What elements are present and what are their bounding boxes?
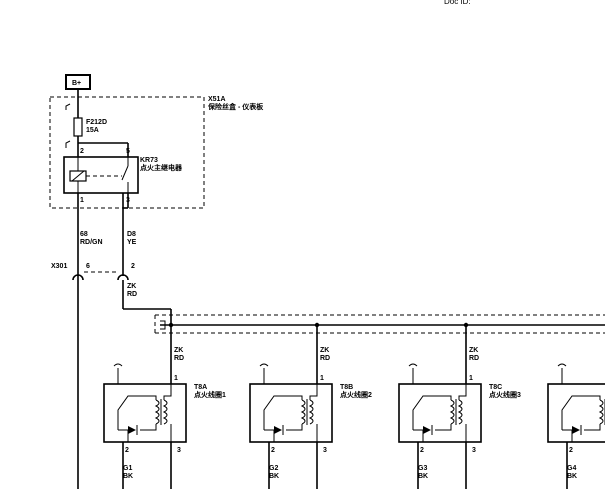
coil-pin-top-3: 1 xyxy=(469,375,473,382)
coil-diode-1 xyxy=(128,426,136,434)
coil-body-3 xyxy=(398,383,482,443)
fuse-block-name: 保险丝盒 - 仪表板 xyxy=(207,102,264,111)
coil-feed-color-3: RD xyxy=(469,355,479,362)
coil-internal-1 xyxy=(117,384,172,430)
coil-internal-2 xyxy=(263,384,318,430)
coil-diode-2 xyxy=(274,426,282,434)
coil-pin-br-3: 3 xyxy=(472,447,476,454)
relay-code: KR73 xyxy=(140,157,158,164)
fuse-code: F212D xyxy=(86,119,107,126)
coil-internal-b-2 xyxy=(286,424,318,442)
coil-feed-circuit-2: ZK xyxy=(320,347,329,354)
fuse-block-outline xyxy=(49,96,205,209)
coil-feed-circuit-3: ZK xyxy=(469,347,478,354)
coil-pin-bl-4: 2 xyxy=(569,447,573,454)
coil-ground-color-4: BK xyxy=(567,473,577,480)
coil-primary-1 xyxy=(154,399,160,425)
fuse-block-code: X51A xyxy=(208,96,226,103)
coil-diode-4 xyxy=(572,426,580,434)
coil-diode-3 xyxy=(423,426,431,434)
relay-pin-2: 2 xyxy=(80,148,84,155)
coil-ground-color-1: BK xyxy=(123,473,133,480)
coil-name-3: 点火线圈3 xyxy=(489,390,521,399)
connector-terminal-left xyxy=(72,274,84,281)
wire-after-connector-circuit: ZK xyxy=(127,283,136,290)
coil-pin-bl-1: 2 xyxy=(125,447,129,454)
connector-terminal-right xyxy=(117,274,129,281)
coil-stub-3 xyxy=(408,363,418,384)
coil-feed-color-2: RD xyxy=(320,355,330,362)
coil-internal-b-1 xyxy=(140,424,172,442)
coil-ground-circuit-4: G4 xyxy=(567,465,576,472)
coil-secondary-1 xyxy=(162,399,168,425)
coil-code-3: T8C xyxy=(489,384,502,391)
coil-pin-br-2: 3 xyxy=(323,447,327,454)
coil-stub-2 xyxy=(259,363,269,384)
coil-pin-bl-2: 2 xyxy=(271,447,275,454)
wire-right-color: YE xyxy=(127,239,137,246)
wire-right-circuit: D8 xyxy=(127,231,136,238)
coil-internal-b-4 xyxy=(584,424,601,431)
relay-name: 点火主继电器 xyxy=(140,163,183,172)
coil-primary-3 xyxy=(449,399,455,425)
coil-body-4 xyxy=(547,383,605,443)
coil-code-2: T8B xyxy=(340,384,353,391)
coil-pin-br-1: 3 xyxy=(177,447,181,454)
coil-feed-color-1: RD xyxy=(174,355,184,362)
coil-stub-4 xyxy=(557,363,567,384)
coil-code-1: T8A xyxy=(194,384,207,391)
coil-body-1 xyxy=(103,383,187,443)
coil-primary-2 xyxy=(300,399,306,425)
coil-pin-bl-3: 2 xyxy=(420,447,424,454)
coil-ground-color-3: BK xyxy=(418,473,428,480)
coil-ground-circuit-1: G1 xyxy=(123,465,132,472)
wire-left-circuit: 68 xyxy=(80,231,88,238)
relay-pin-1: 1 xyxy=(80,197,84,204)
fuse-rating: 15A xyxy=(86,127,99,134)
doc-id-label: Doc ID: xyxy=(444,0,471,6)
coil-body-2 xyxy=(249,383,333,443)
coil-internal-3 xyxy=(412,384,467,430)
connector-code: X301 xyxy=(51,263,67,270)
coil-pin-top-1: 1 xyxy=(174,375,178,382)
wire-left-color: RD/GN xyxy=(80,239,103,246)
wire-after-connector-color: RD xyxy=(127,291,137,298)
coil-pin-top-2: 1 xyxy=(320,375,324,382)
fuse-symbol xyxy=(73,117,83,137)
coil-secondary-2 xyxy=(308,399,314,425)
connector-pin-6: 6 xyxy=(86,263,90,270)
coil-feed-circuit-1: ZK xyxy=(174,347,183,354)
coil-ground-circuit-3: G3 xyxy=(418,465,427,472)
coil-internal-4 xyxy=(561,395,601,430)
coil-stub-1 xyxy=(113,363,123,384)
coil-ground-color-2: BK xyxy=(269,473,279,480)
relay-switch-contact xyxy=(121,165,129,181)
coil-ground-circuit-2: G2 xyxy=(269,465,278,472)
coil-secondary-3 xyxy=(457,399,463,425)
coil-primary-4 xyxy=(598,399,604,425)
connector-pin-2: 2 xyxy=(131,263,135,270)
battery-label: B+ xyxy=(72,80,81,87)
relay-pin-5: 5 xyxy=(126,148,130,155)
coil-name-2: 点火线圈2 xyxy=(340,390,372,399)
coil-internal-b-3 xyxy=(435,424,467,442)
coil-name-1: 点火线圈1 xyxy=(194,390,226,399)
